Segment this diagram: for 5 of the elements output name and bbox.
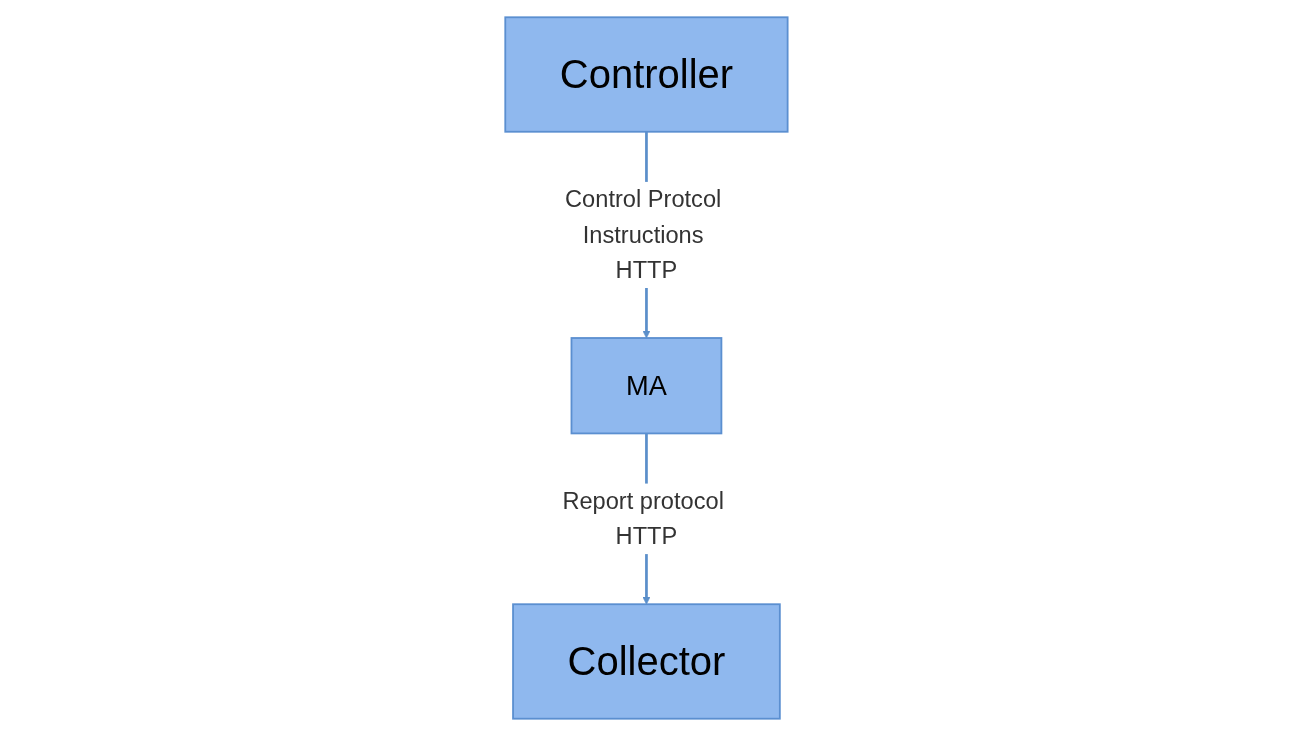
edge-label: Report protocol HTTP bbox=[562, 487, 724, 550]
node-box: MA bbox=[570, 337, 723, 435]
node-box: Collector bbox=[512, 603, 781, 720]
edge-label: Control Protcol Instructions HTTP bbox=[565, 185, 722, 284]
node-box: Controller bbox=[504, 16, 789, 133]
